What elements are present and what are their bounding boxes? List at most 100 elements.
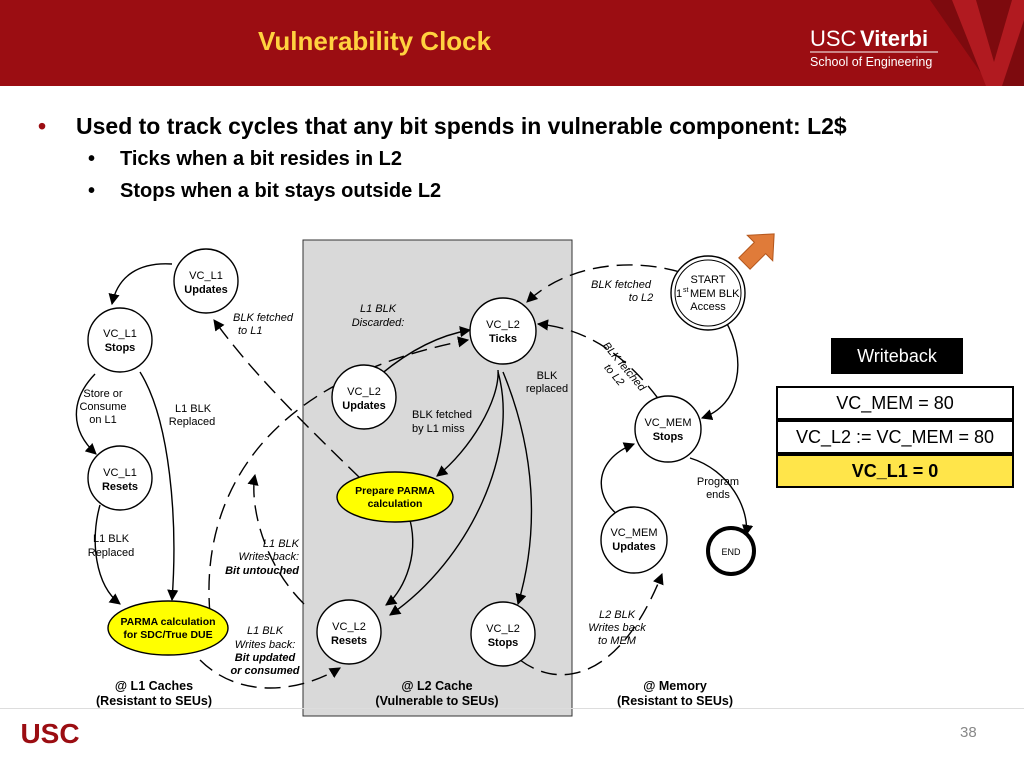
node-parma-l1: PARMA calculation for SDC/True DUE (107, 600, 229, 656)
writeback-line-2: VC_L2 := VC_MEM = 80 (776, 420, 1014, 454)
svg-text:VC_L1: VC_L1 (189, 270, 223, 282)
edge-l2ticks-to-prepare (436, 369, 499, 477)
node-vcl1-resets: VC_L1 Resets (87, 445, 153, 511)
edge-memstops-to-end (689, 457, 754, 537)
bullet-marker: • (38, 113, 47, 139)
svg-text:L1 BLK: L1 BLK (175, 403, 212, 415)
pointer-arrow-icon (738, 233, 775, 270)
svg-text:PARMA calculation: PARMA calculation (120, 616, 215, 628)
svg-text:by L1 miss: by L1 miss (412, 423, 465, 435)
svg-text:st: st (683, 287, 689, 294)
footer-divider (0, 708, 1024, 709)
svg-text:Access: Access (690, 301, 726, 313)
svg-text:Writes back:: Writes back: (235, 639, 296, 651)
svg-text:Updates: Updates (184, 284, 227, 296)
region-label-mem: @ Memory (Resistant to SEUs) (617, 679, 733, 708)
edge-parma-to-l2ticks (208, 336, 470, 615)
svg-text:Prepare PARMA: Prepare PARMA (355, 485, 435, 497)
label-l2-writes-back-mem: L2 BLK Writes back to MEM (588, 609, 646, 647)
svg-text:VC_MEM: VC_MEM (644, 417, 691, 429)
page-number: 38 (960, 724, 977, 741)
svg-text:END: END (721, 547, 741, 557)
svg-text:Replaced: Replaced (169, 416, 215, 428)
node-vcmem-updates: VC_MEM Updates (600, 506, 668, 574)
svg-text:Store or: Store or (83, 388, 122, 400)
node-vcl1-stops: VC_L1 Stops (87, 307, 153, 373)
svg-text:Stops: Stops (105, 342, 136, 354)
svg-text:BLK fetched: BLK fetched (591, 279, 652, 291)
svg-text:Discarded:: Discarded: (352, 317, 405, 329)
node-prepare-parma: Prepare PARMA calculation (336, 471, 454, 523)
node-vcl2-updates: VC_L2 Updates (331, 364, 397, 430)
edge-l1stops-to-parma (139, 371, 179, 602)
label-program-ends: Program ends (697, 476, 739, 501)
bullet-marker: • (88, 180, 96, 202)
svg-text:replaced: replaced (526, 383, 568, 395)
node-vcl2-ticks: VC_L2 Ticks (469, 297, 537, 365)
svg-text:Writes back: Writes back (588, 622, 646, 634)
svg-text:Updates: Updates (342, 400, 385, 412)
writeback-line-3: VC_L1 = 0 (776, 454, 1014, 488)
svg-text:VC_L2: VC_L2 (332, 621, 366, 633)
svg-text:Replaced: Replaced (88, 547, 134, 559)
edge-l2ticks-to-l2stops (502, 371, 533, 606)
bullet-sub-1-text: Ticks when a bit resides in L2 (120, 148, 402, 170)
svg-text:@ L1 Caches: @ L1 Caches (115, 679, 193, 693)
label-blk-fetched-l2-top: BLK fetched to L2 (591, 279, 653, 304)
svg-text:VC_L1: VC_L1 (103, 467, 137, 479)
node-start: START 1 st MEM BLK Access (670, 255, 746, 331)
svg-text:L1 BLK: L1 BLK (360, 303, 397, 315)
svg-text:(Vulnerable to SEUs): (Vulnerable to SEUs) (375, 694, 498, 708)
svg-text:Resets: Resets (331, 635, 367, 647)
edge-writeback-untouched (247, 473, 305, 605)
node-vcl2-stops: VC_L2 Stops (470, 601, 536, 667)
writeback-label: Writeback (831, 338, 963, 374)
svg-text:(Resistant to SEUs): (Resistant to SEUs) (617, 694, 733, 708)
svg-text:calculation: calculation (368, 498, 423, 510)
label-writes-back-untouched: L1 BLK Writes back: Bit untouched (225, 538, 300, 577)
edge-start-to-memstops (700, 319, 739, 421)
label-l1-blk-discarded: L1 BLK Discarded: (352, 303, 405, 329)
edge-l1stops-to-l1resets (75, 373, 97, 455)
label-writes-back-updated: L1 BLK Writes back: Bit updated or consu… (230, 625, 299, 677)
bullet-sub-2-text: Stops when a bit stays outside L2 (120, 180, 442, 202)
svg-text:VC_MEM: VC_MEM (610, 527, 657, 539)
usc-footer-logo: USC (18, 712, 82, 756)
svg-text:Bit untouched: Bit untouched (225, 565, 299, 577)
svg-text:L1 BLK: L1 BLK (263, 538, 300, 550)
svg-text:BLK fetched: BLK fetched (412, 409, 472, 421)
label-l1-blk-replaced-a: L1 BLK Replaced (169, 403, 215, 428)
label-blk-fetched-l1-miss: BLK fetched by L1 miss (412, 409, 472, 435)
svg-text:START: START (690, 274, 725, 286)
edge-prepare-to-l2resets (385, 519, 414, 606)
region-label-l1: @ L1 Caches (Resistant to SEUs) (96, 679, 212, 708)
svg-text:MEM BLK: MEM BLK (690, 288, 740, 300)
logo-school-text: School of Engineering (810, 55, 932, 69)
edge-l2updates-to-l2ticks (379, 326, 472, 376)
region-label-l2: @ L2 Cache (Vulnerable to SEUs) (375, 679, 498, 708)
label-blk-replaced: BLK replaced (526, 370, 568, 395)
usc-viterbi-logo: USC Viterbi School of Engineering (780, 0, 1024, 86)
node-vcmem-stops: VC_MEM Stops (634, 395, 702, 463)
node-end: END (706, 526, 756, 576)
svg-text:VC_L1: VC_L1 (103, 328, 137, 340)
edge-l2stops-to-memupdates (519, 572, 664, 676)
edge-start-to-l2ticks (526, 264, 681, 303)
svg-text:@ Memory: @ Memory (643, 679, 707, 693)
node-vcl2-resets: VC_L2 Resets (316, 599, 382, 665)
logo-viterbi-text: Viterbi (860, 26, 928, 51)
svg-text:Stops: Stops (653, 431, 684, 443)
svg-text:BLK: BLK (537, 370, 558, 382)
svg-text:Consume: Consume (79, 401, 126, 413)
svg-text:to L1: to L1 (238, 325, 262, 337)
svg-text:Program: Program (697, 476, 739, 488)
svg-text:or consumed: or consumed (230, 665, 299, 677)
edge-parma-to-l2resets (199, 659, 341, 689)
header-bar: Vulnerability Clock USC Viterbi School o… (0, 0, 1024, 86)
edge-prepare-to-l1updates (213, 319, 361, 479)
logo-usc-text: USC (810, 26, 857, 51)
svg-text:VC_L2: VC_L2 (486, 319, 520, 331)
svg-text:L2 BLK: L2 BLK (599, 609, 636, 621)
svg-text:to MEM: to MEM (598, 635, 637, 647)
